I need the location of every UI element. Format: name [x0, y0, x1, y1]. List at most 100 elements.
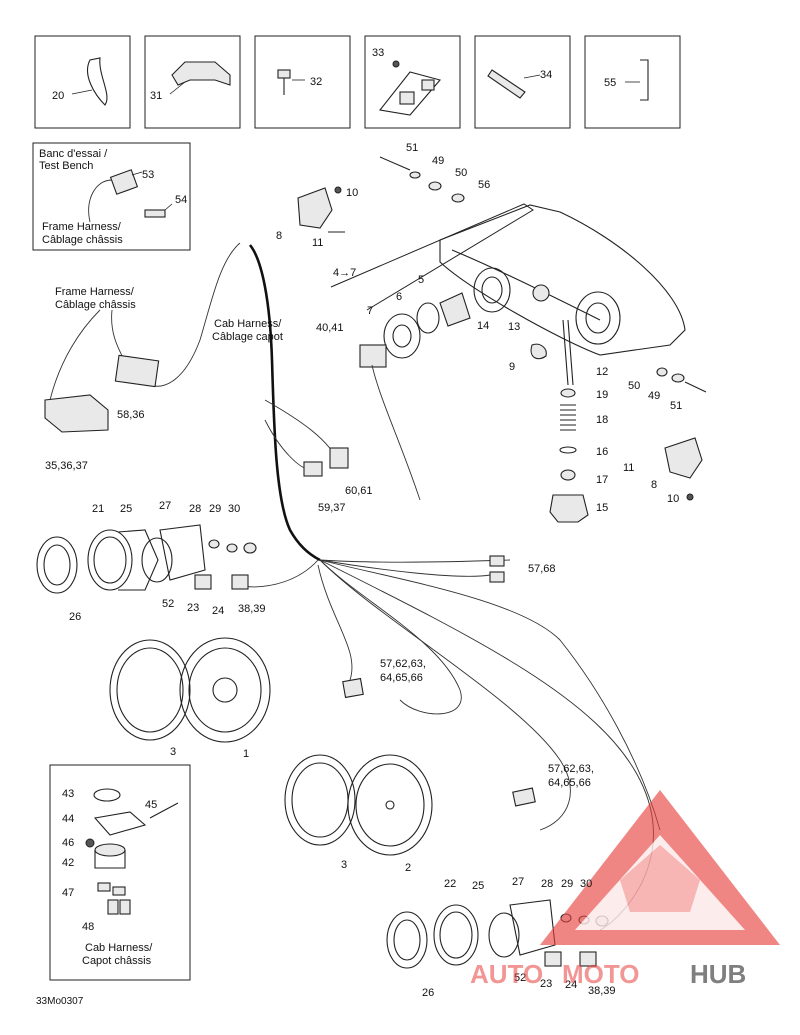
watermark-triangle-mark — [620, 845, 700, 912]
part-31-bracket — [169, 61, 231, 95]
watermark-brand-hub: HUB — [690, 959, 746, 989]
label-56: 56 — [478, 179, 490, 191]
caption-cab-harness-en: Cab Harness/ — [214, 318, 282, 330]
label-10-lower: 10 — [667, 493, 679, 505]
label-24-lower: 24 — [565, 979, 577, 991]
label-12: 12 — [596, 366, 608, 378]
caption-test-bench-fr: Banc d'essai / — [39, 148, 108, 160]
label-21: 21 — [92, 503, 104, 515]
gauge-2-speedometer — [284, 754, 536, 856]
part-55-clip — [625, 59, 649, 101]
label-11-upper: 11 — [312, 237, 323, 249]
label-54: 54 — [175, 194, 187, 206]
caption-frame-harness-inset-en: Frame Harness/ — [42, 221, 122, 233]
label-60-61: 60,61 — [345, 485, 373, 497]
caption-cab-harness-inset-fr: Capot châssis — [82, 955, 152, 967]
part-32-screw — [277, 69, 305, 95]
label-55: 55 — [604, 77, 616, 89]
label-58-36: 58,36 — [117, 409, 145, 421]
watermark-text: AUTO MOTO HUB — [470, 959, 746, 989]
label-50-lower: 50 — [628, 380, 640, 392]
label-8-lower: 8 — [651, 479, 657, 491]
label-48: 48 — [82, 921, 94, 933]
test-bench-inset — [32, 142, 191, 251]
part-labels: 20 31 32 33 34 55 53 54 10 8 11 51 49 50… — [36, 47, 682, 1007]
label-33: 33 — [372, 47, 384, 59]
label-6: 6 — [396, 291, 402, 303]
label-34: 34 — [540, 69, 552, 81]
mount-bracket-upper — [297, 186, 345, 233]
watermark-brand-moto: MOTO — [562, 959, 640, 989]
caption-frame-harness-fr: Câblage châssis — [55, 299, 136, 311]
diagram-code: 33Mo0307 — [36, 996, 84, 1007]
frame-harness-connectors — [44, 354, 505, 583]
caption-test-bench-en: Test Bench — [39, 160, 93, 172]
label-9: 9 — [509, 361, 515, 373]
label-27-lower: 27 — [512, 876, 524, 888]
label-25-lower: 25 — [472, 880, 484, 892]
watermark-logo — [540, 790, 780, 945]
label-40-41-a: 40,41 — [316, 322, 344, 334]
label-32: 32 — [310, 76, 322, 88]
label-23-lower: 23 — [540, 978, 552, 990]
label-59-37: 59,37 — [318, 502, 346, 514]
label-64-65-66-lower: 64,65,66 — [548, 777, 591, 789]
label-7: 7 — [367, 305, 373, 317]
wiring-harness — [49, 242, 661, 931]
label-42: 42 — [62, 857, 74, 869]
label-46: 46 — [62, 837, 74, 849]
label-26-upper: 26 — [69, 611, 81, 623]
label-51-upper: 51 — [406, 142, 418, 154]
label-24-upper: 24 — [212, 605, 224, 617]
label-64-65-66-upper: 64,65,66 — [380, 672, 423, 684]
label-38-39-lower: 38,39 — [588, 985, 616, 997]
label-4-7: 4→7 — [333, 267, 356, 279]
part-20-cable-tie — [71, 57, 108, 106]
label-52-upper: 52 — [162, 598, 174, 610]
top-parts-boxes — [34, 35, 681, 129]
part-33-connector-kit — [378, 60, 441, 116]
label-44: 44 — [62, 813, 74, 825]
label-50-upper: 50 — [455, 167, 467, 179]
label-57-62-63-upper: 57,62,63, — [380, 658, 426, 670]
label-10-upper: 10 — [346, 187, 358, 199]
label-26-lower: 26 — [422, 987, 434, 999]
caption-cab-harness-fr: Câblage capot — [212, 331, 283, 343]
label-17: 17 — [596, 474, 608, 486]
label-51-lower: 51 — [670, 400, 682, 412]
small-gauge-upper — [36, 524, 257, 594]
label-38-39-upper: 38,39 — [238, 603, 266, 615]
watermark-brand-auto: AUTO — [470, 959, 543, 989]
label-28-lower: 28 — [541, 878, 553, 890]
label-30-upper: 30 — [228, 503, 240, 515]
label-28-upper: 28 — [189, 503, 201, 515]
fasteners-upper — [379, 156, 465, 203]
headlight-housing — [330, 203, 686, 356]
caption-frame-harness-inset-fr: Câblage châssis — [42, 234, 123, 246]
label-27-upper: 27 — [159, 500, 171, 512]
label-5: 5 — [418, 274, 424, 286]
cab-harness-inset — [49, 764, 191, 981]
label-31: 31 — [150, 90, 162, 102]
label-25-upper: 25 — [120, 503, 132, 515]
label-8-upper: 8 — [276, 230, 282, 242]
caption-cab-harness-inset-en: Cab Harness/ — [85, 942, 153, 954]
label-3-lower: 3 — [341, 859, 347, 871]
label-30-lower: 30 — [580, 878, 592, 890]
label-15: 15 — [596, 502, 608, 514]
label-13: 13 — [508, 321, 520, 333]
fasteners-lower-right — [656, 367, 707, 501]
label-20: 20 — [52, 90, 64, 102]
label-53: 53 — [142, 169, 154, 181]
label-29-upper: 29 — [209, 503, 221, 515]
label-49-lower: 49 — [648, 390, 660, 402]
adjuster-rod-assembly — [530, 319, 589, 523]
label-2: 2 — [405, 862, 411, 874]
captions: Banc d'essai / Test Bench Frame Harness/… — [39, 148, 283, 967]
label-57-62-63-lower: 57,62,63, — [548, 763, 594, 775]
label-18: 18 — [596, 414, 608, 426]
label-22: 22 — [444, 878, 456, 890]
label-43: 43 — [62, 788, 74, 800]
label-14: 14 — [477, 320, 489, 332]
